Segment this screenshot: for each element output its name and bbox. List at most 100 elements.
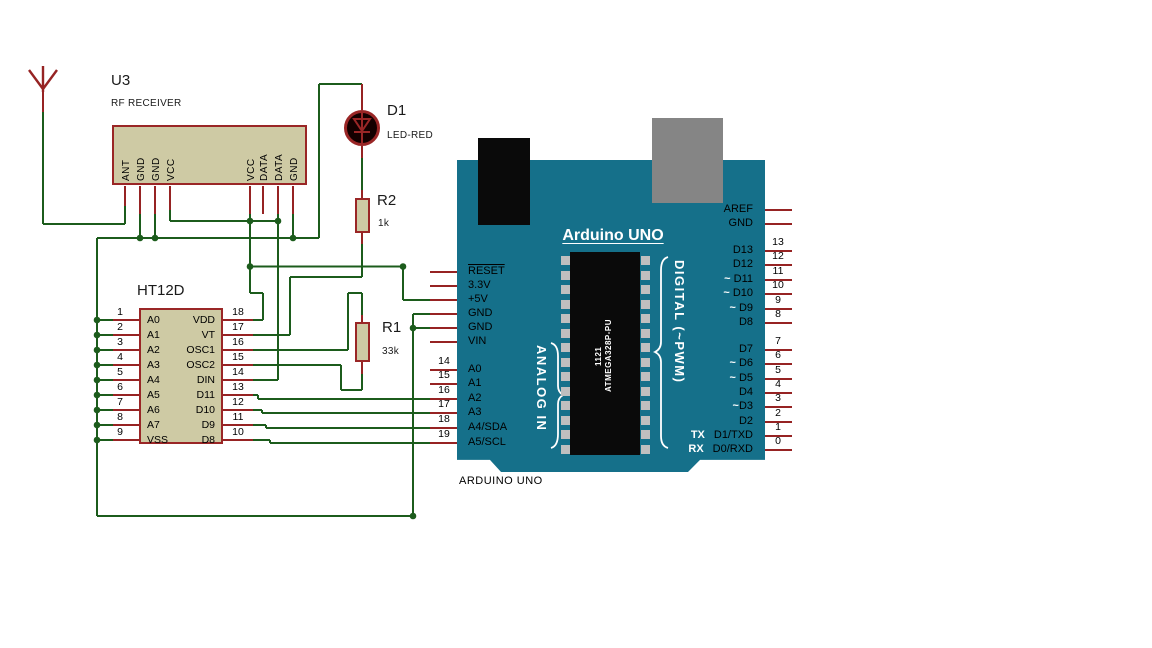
arduino-pin-row-d2: D2 [738,415,753,427]
arduino-pin-row-d3: ~D3 [732,400,754,412]
ht12d-pin-label: A5 [147,389,160,401]
arduino-pin-label-vin: VIN [468,335,487,347]
r2-value: 1k [378,218,390,229]
chip-pad [561,415,570,425]
u3-pin-label: GND [136,157,147,181]
arduino-pin-label-a5/scl: A5/SCL [468,436,506,448]
u3-pin-label: GND [289,157,300,181]
board-title: Arduino UNO [562,227,664,244]
ht12d-pin-number: 7 [117,396,123,408]
arduino-pin-number: 19 [438,428,450,440]
chip-pad [641,343,650,352]
chip-pad [561,314,570,323]
arduino-pin-number: 10 [772,279,784,291]
arduino-pin-row-d9: ~ D9 [729,302,753,314]
u3-pin-label: DATA [274,153,285,181]
ht12d-pin-number: 5 [117,366,123,378]
ht12d-pin-number: 8 [117,411,123,423]
u3-value: RF RECEIVER [111,98,182,109]
arduino-pin-row-d5: ~ D5 [729,372,753,384]
arduino-pin-row-aref: AREF [723,203,753,215]
ht12d-pin-label: A4 [147,374,160,386]
ht12d-pin-number: 12 [232,396,244,408]
chip-pad [641,444,650,454]
ht12d-pin-label: D11 [196,389,215,401]
arduino-pin-label-3.3v: 3.3V [468,279,491,291]
d1-value: LED-RED [387,130,433,141]
chip-pad [561,372,570,381]
arduino-pin-number: 9 [775,294,781,306]
u3-pin-label: DATA [259,153,270,181]
chip-pad [641,285,650,294]
chip-pad [641,401,650,410]
chip-pad [641,415,650,425]
ht12d-pin-label: A3 [147,359,160,371]
arduino-pin-number: 3 [775,392,781,404]
rf-receiver-box[interactable] [112,125,307,185]
chip-pad [641,314,650,323]
arduino-pin-label-a2: A2 [468,392,482,404]
chip-pad [561,256,570,265]
arduino-pin-number: 14 [438,355,450,367]
board-caption: ARDUINO UNO [459,475,543,487]
resistor-r2[interactable] [355,198,370,233]
chip-pad [641,328,650,338]
ht12d-pin-number: 11 [232,411,244,423]
arduino-pin-number: 8 [775,308,781,320]
u3-pin-label: ANT [121,159,132,182]
ht12d-pin-number: 1 [117,306,123,318]
ht12d-pin-label: D9 [201,419,215,431]
ht12d-pin-label: A0 [147,314,160,326]
ht12d-pin-label: A2 [147,344,160,356]
ht12d-pin-label: D10 [195,404,215,416]
ht12d-pin-number: 16 [232,336,244,348]
chip-pad [641,270,650,280]
chip-pad [561,270,570,280]
chip-pad [561,444,570,454]
ht12d-pin-label: VSS [147,434,169,446]
ht12d-pin-label: A7 [147,419,160,431]
ht12d-pin-number: 14 [232,366,244,378]
arduino-pin-label-a1: A1 [468,377,482,389]
chip-pad [641,357,650,367]
arduino-pin-number: 16 [438,384,450,396]
u3-pin-label: VCC [246,158,257,181]
arduino-pin-number: 11 [772,265,784,277]
ht12d-pin-label: VT [201,329,215,341]
ht12d-pin-number: 3 [117,336,123,348]
chip-pad [641,256,650,265]
arduino-pin-label-reset: RESET [468,265,505,277]
arduino-pin-label-a4/sda: A4/SDA [468,421,508,433]
chip-pad [561,343,570,352]
chip-pad [641,430,650,439]
arduino-pin-number: 17 [438,398,450,410]
ht12d-pin-label: A6 [147,404,160,416]
arduino-pin-number: 6 [775,349,781,361]
chip-pad [561,430,570,439]
arduino-pin-row-d10: ~ D10 [723,287,753,299]
arduino-pin-number: 4 [775,378,781,390]
chip-pad [561,357,570,367]
resistor-r1[interactable] [355,322,370,362]
ht12d-pin-label: A1 [147,329,160,341]
led-d1[interactable] [344,110,380,146]
arduino-pin-number: 13 [772,236,784,248]
chip-pad [641,386,650,396]
arduino-pin-row-d7: D7 [738,343,753,355]
d1-ref: D1 [387,102,407,119]
ht12d-pin-label: OSC1 [186,344,215,356]
ht12d-pin-number: 17 [232,321,244,333]
chip-text-line1: 1121 [594,346,603,366]
arduino-pin-number: 12 [772,250,784,262]
chip-pad [561,328,570,338]
usb-connector [652,118,723,203]
arduino-pin-number: 2 [775,407,781,419]
ht12d-title: HT12D [137,282,185,299]
arduino-pin-label-gnd: GND [468,307,493,319]
ht12d-box[interactable] [139,308,223,444]
ht12d-pin-number: 4 [117,351,123,363]
chip-pad [561,401,570,410]
u3-pin-label: GND [151,157,162,181]
chip-pad [561,285,570,294]
